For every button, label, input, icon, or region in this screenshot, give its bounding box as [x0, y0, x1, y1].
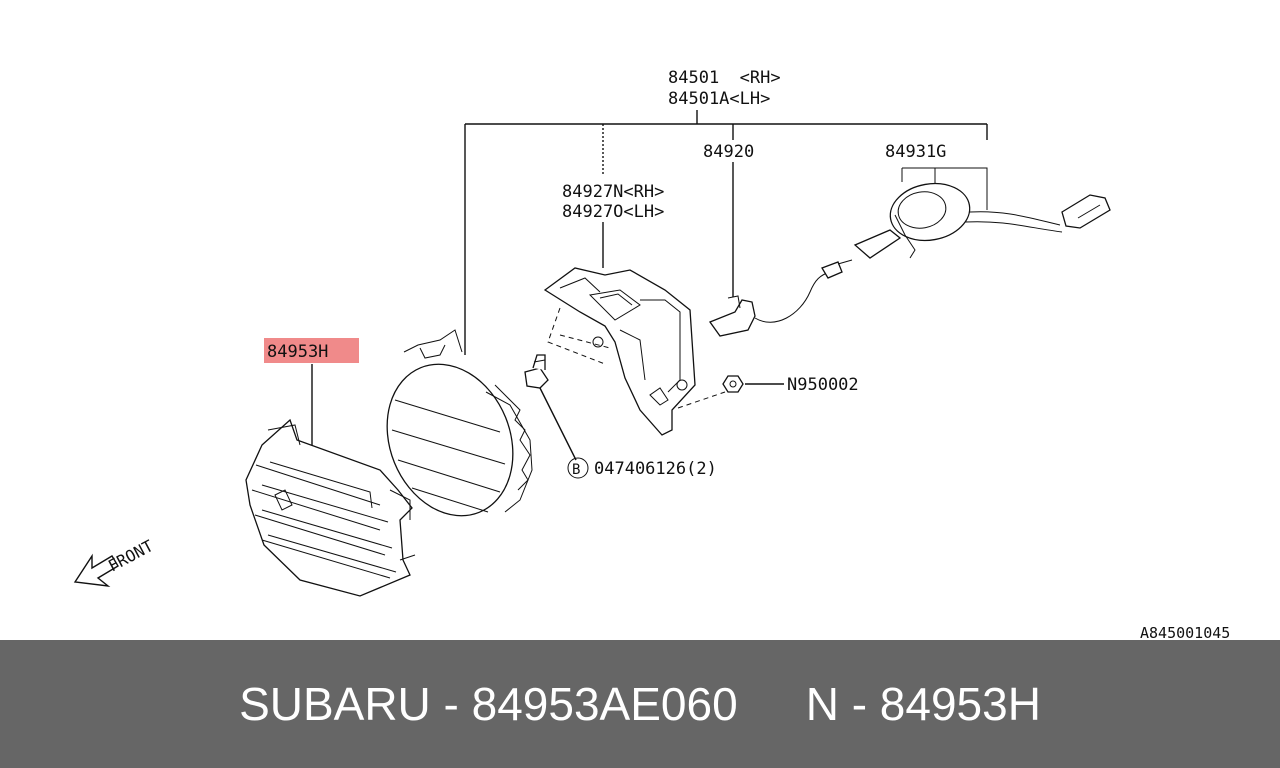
fog-lamp-lens [386, 329, 533, 517]
label-assembly-rh: 84501 <RH> [668, 68, 781, 88]
label-assembly-lh: 84501A<LH> [668, 89, 770, 109]
diagram-code: A845001045 [1140, 624, 1230, 640]
parts-diagram: 84501 <RH> 84501A<LH> 84920 84931G 84927… [73, 68, 1230, 640]
label-bolt: 047406126(2) [594, 459, 717, 479]
bolt-marker-circle [567, 457, 589, 479]
label-bolt-marker: B [572, 462, 580, 478]
label-front: FRONT [105, 536, 157, 576]
label-bulb: 84920 [703, 142, 754, 162]
mounting-bracket [543, 267, 726, 436]
cover-label-highlight [264, 338, 359, 363]
footer-bar: SUBARU - 84953AE060 N - 84953H [0, 640, 1280, 768]
leader-lines [311, 110, 988, 461]
label-socket: 84931G [885, 142, 946, 162]
front-direction-arrow-icon [73, 553, 119, 587]
bulb [708, 259, 853, 337]
label-bracket-rh: 84927N<RH> [562, 182, 664, 202]
footer-part-number: SUBARU - 84953AE060 [239, 678, 738, 730]
bolt [524, 354, 549, 389]
label-cover: 84953H [267, 342, 328, 362]
label-bracket-lh: 84927O<LH> [562, 202, 664, 222]
label-nut: N950002 [787, 375, 859, 395]
nut [722, 375, 744, 393]
socket-harness [853, 182, 1111, 259]
footer-reference: N - 84953H [805, 678, 1041, 730]
grille-cover-84953h [245, 418, 416, 597]
